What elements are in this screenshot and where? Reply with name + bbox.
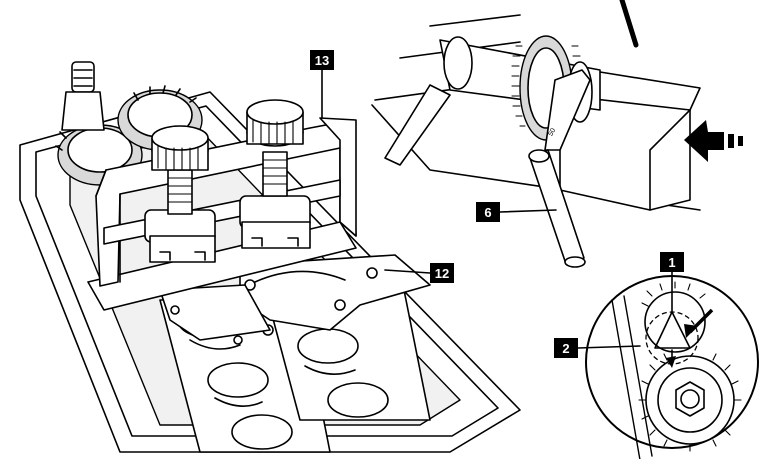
callout-12: 12 xyxy=(384,263,454,283)
callout-6: 6 xyxy=(476,202,557,222)
timing-mark-detail-circle xyxy=(585,275,759,459)
callout-13: 13 xyxy=(310,50,334,119)
locking-pin xyxy=(528,149,586,268)
adjuster-screw-left xyxy=(144,125,216,263)
callout-12-label: 12 xyxy=(435,266,449,281)
callout-2: 2 xyxy=(554,338,641,358)
detail-marking: 50 xyxy=(547,127,557,137)
callout-2-label: 2 xyxy=(562,341,569,356)
callout-1-label: 1 xyxy=(668,255,675,270)
callout-13-label: 13 xyxy=(315,53,329,68)
camshaft-bearing-plate xyxy=(159,254,431,345)
direction-arrow xyxy=(684,120,743,162)
adjuster-screw-right xyxy=(239,99,311,249)
callout-1: 1 xyxy=(660,252,684,313)
camshaft-detail-view: 50 xyxy=(371,0,743,268)
cylinder-head-view xyxy=(19,61,521,453)
callout-6-label: 6 xyxy=(484,205,491,220)
